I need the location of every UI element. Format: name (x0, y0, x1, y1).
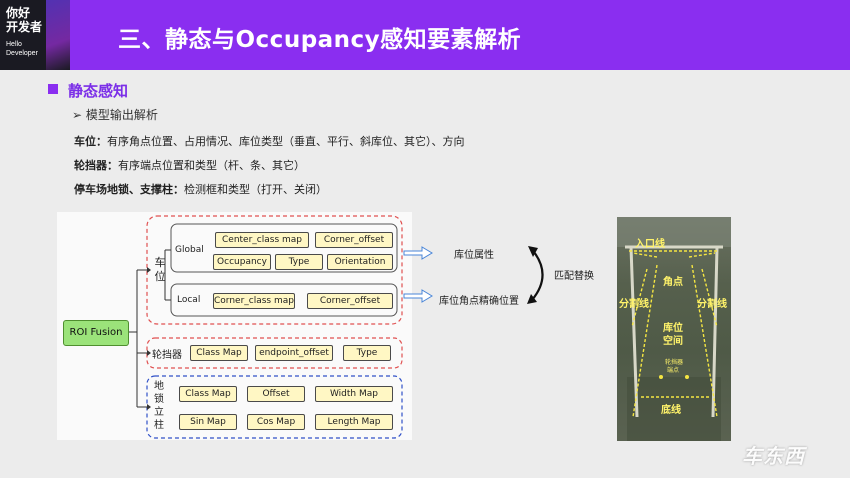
parking-group-label: 车位 (154, 256, 166, 283)
lock-box-4: Sin Map (179, 414, 237, 430)
annotation-swap: 匹配替换 (554, 271, 594, 282)
stopper-box-2: endpoint_offset (255, 345, 333, 361)
section-bullet-icon (48, 84, 58, 94)
global-box-5: Orientation (327, 254, 393, 270)
desc-text: 检测框和类型（打开、关闭） (184, 183, 327, 196)
global-box-4: Type (275, 254, 323, 270)
stopper-group-label: 轮挡器 (152, 350, 182, 361)
photo-label-stopper1: 轮挡器 (665, 359, 684, 366)
diagram-panel: ROI Fusion 车位 Global Local Center_class … (57, 212, 412, 440)
photo-label-entrance: 入口线 (635, 239, 665, 250)
desc-line-lock: 停车场地锁、支撑柱：检测框和类型（打开、关闭） (74, 181, 327, 197)
photo-label-corner: 角点 (663, 277, 683, 288)
logo-line4: Developer (6, 50, 38, 57)
global-box-2: Corner_offset (315, 232, 393, 248)
annotation-attr: 库位属性 (454, 250, 494, 261)
logo-line2: 开发者 (6, 20, 43, 34)
photo-label-space1: 库位 (663, 323, 683, 334)
logo-line1: 你好 (6, 6, 31, 20)
lock-box-1: Class Map (179, 386, 237, 402)
desc-line-parking: 车位：有序角点位置、占用情况、库位类型（垂直、平行、斜库位、其它）、方向 (74, 133, 465, 149)
desc-text: 有序角点位置、占用情况、库位类型（垂直、平行、斜库位、其它）、方向 (107, 135, 465, 148)
local-box-1: Corner_class map (213, 293, 295, 309)
watermark-logo: 车东西 (742, 444, 805, 468)
global-label: Global (175, 245, 204, 255)
roi-fusion-node: ROI Fusion (63, 320, 129, 346)
logo-text-cn: 你好 开发者 (6, 6, 42, 34)
page-title: 三、静态与Occupancy感知要素解析 (118, 27, 522, 53)
stopper-box-1: Class Map (190, 345, 248, 361)
section-subtitle: ➢ 模型输出解析 (72, 108, 158, 122)
photo-label-stopper2: 端点 (667, 367, 680, 374)
lock-box-5: Cos Map (247, 414, 305, 430)
lock-box-3: Width Map (315, 386, 393, 402)
logo-text-en: Hello Developer (6, 40, 38, 58)
logo-line3: Hello (6, 41, 22, 48)
section-title: 静态感知 (68, 82, 129, 100)
global-box-3: Occupancy (213, 254, 271, 270)
annotation-corner: 库位角点精确位置 (439, 296, 519, 307)
desc-text: 有序端点位置和类型（杆、条、其它） (118, 159, 305, 172)
lock-group-label: 地锁立柱 (154, 381, 164, 431)
annotation-arrows (403, 246, 544, 304)
photo-label-divider-right: 分割线 (697, 299, 727, 310)
logo: 你好 开发者 Hello Developer (0, 0, 70, 70)
parking-photo: 入口线 角点 分割线 分割线 库位 空间 轮挡器 端点 底线 (617, 217, 731, 441)
local-label: Local (177, 295, 201, 305)
logo-decoration (46, 0, 70, 70)
global-box-1: Center_class map (215, 232, 309, 248)
desc-label: 停车场地锁、支撑柱： (74, 183, 184, 196)
local-box-2: Corner_offset (307, 293, 393, 309)
header-bar: 你好 开发者 Hello Developer 三、静态与Occupancy感知要… (0, 0, 850, 70)
desc-label: 车位： (74, 135, 107, 148)
lock-box-2: Offset (247, 386, 305, 402)
lock-box-6: Length Map (315, 414, 393, 430)
parking-photo-lines (617, 217, 731, 441)
photo-label-space2: 空间 (663, 336, 683, 347)
desc-line-stopper: 轮挡器：有序端点位置和类型（杆、条、其它） (74, 157, 305, 173)
desc-label: 轮挡器： (74, 159, 118, 172)
diagram-lines (128, 215, 403, 439)
photo-label-divider-left: 分割线 (619, 299, 649, 310)
photo-label-baseline: 底线 (661, 405, 681, 416)
stopper-box-3: Type (343, 345, 391, 361)
